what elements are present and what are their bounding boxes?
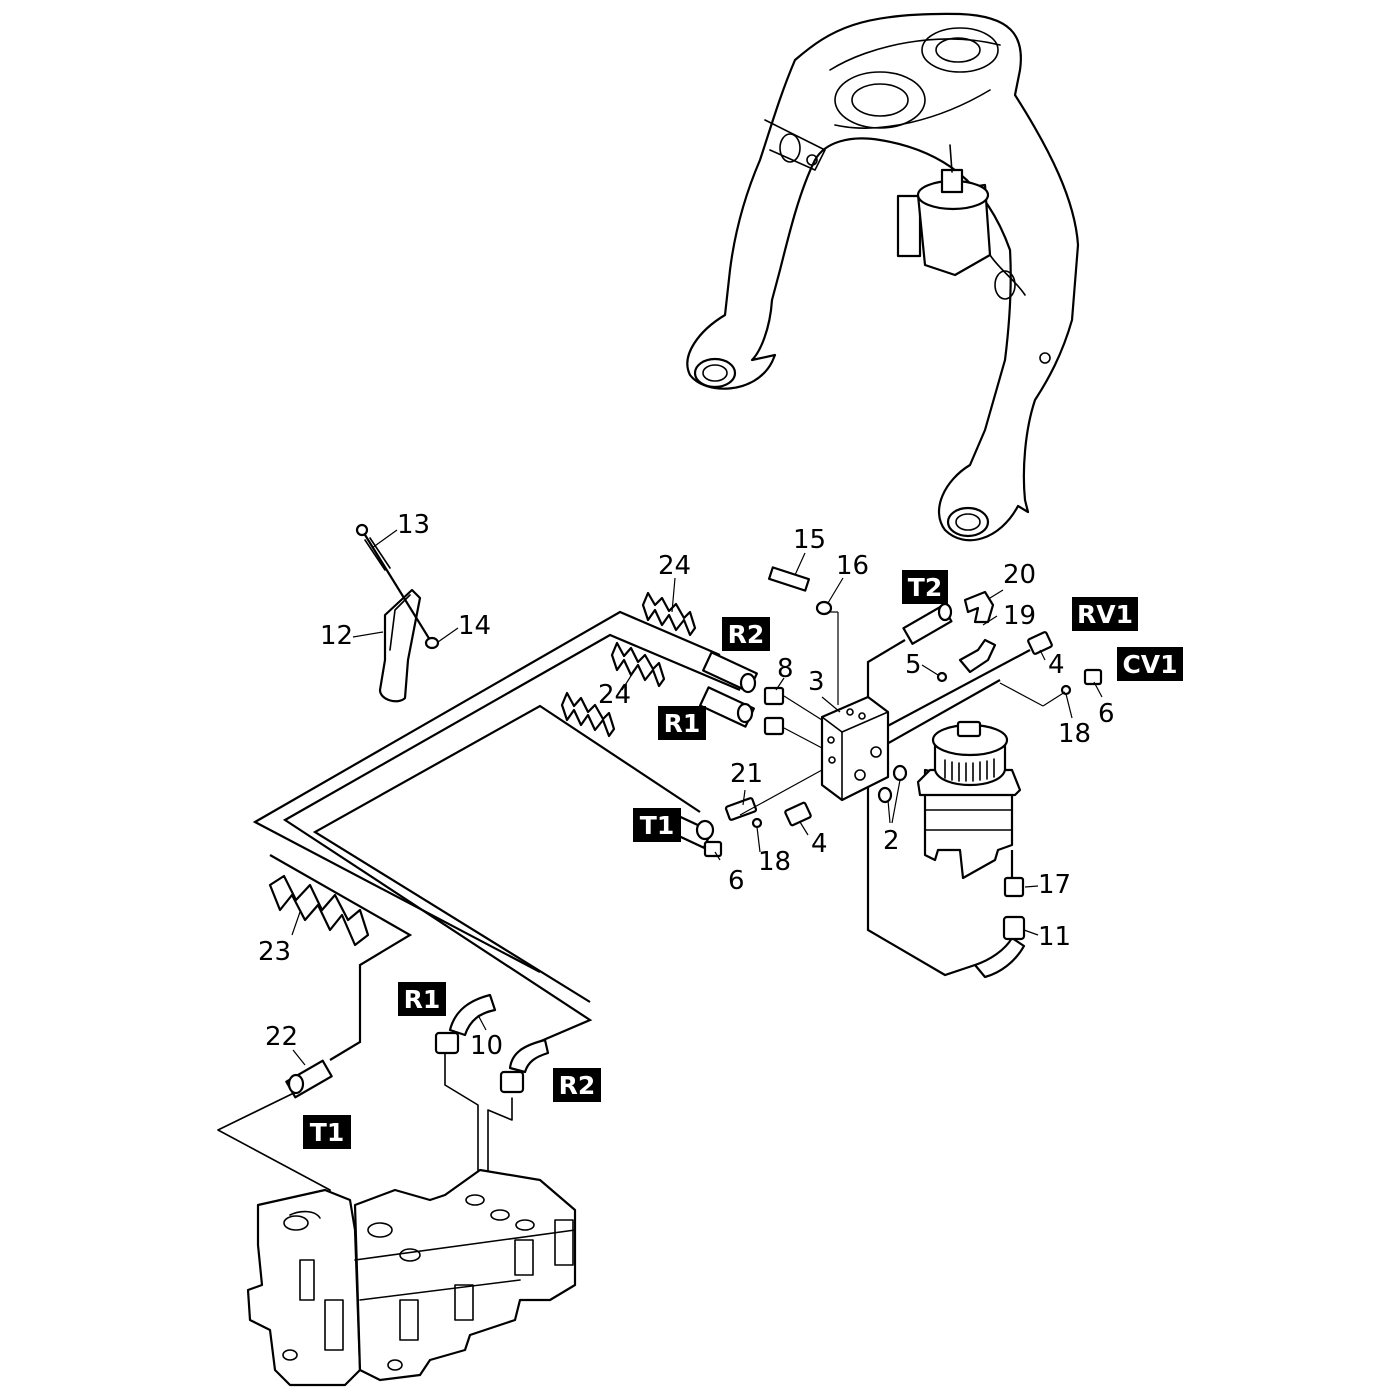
tag-t1-upper: T1	[633, 808, 681, 842]
callout-20: 20	[1003, 560, 1036, 590]
clamp-24-upper	[641, 591, 697, 637]
callout-10: 10	[470, 1031, 503, 1061]
tag-r1-lower: R1	[398, 982, 446, 1016]
callout-22: 22	[265, 1022, 298, 1052]
tag-r2-upper: R2	[722, 617, 770, 651]
callout-8: 8	[777, 654, 794, 684]
tag-cv1: CV1	[1117, 647, 1183, 681]
hose-end-r1-top	[699, 686, 755, 728]
hose-end-t2	[902, 602, 953, 645]
hose-end-22	[285, 1059, 333, 1099]
nut-14	[424, 636, 440, 650]
clamp-24-middle	[610, 641, 666, 688]
callout-6-lower: 6	[728, 866, 745, 896]
svg-text:R2: R2	[559, 1071, 596, 1100]
callout-12: 12	[320, 621, 353, 651]
fitting-4-lower	[784, 801, 812, 827]
tag-r1-upper: R1	[658, 706, 706, 740]
clamp-23	[268, 874, 370, 947]
fitting-4-upper	[1027, 631, 1053, 655]
callout-2: 2	[883, 826, 900, 856]
callout-13: 13	[397, 510, 430, 540]
callout-6-upper: 6	[1098, 699, 1115, 729]
fitting-17	[1003, 876, 1025, 898]
callout-23: 23	[258, 937, 291, 967]
svg-text:CV1: CV1	[1122, 650, 1177, 679]
washer-16	[815, 600, 833, 616]
valve-block-3	[820, 695, 890, 802]
tag-t2: T2	[902, 570, 948, 604]
callout-3: 3	[808, 667, 825, 697]
elbow-19	[958, 638, 997, 674]
plug-6-lower	[703, 840, 723, 858]
tag-r2-lower: R2	[553, 1068, 601, 1102]
swing-bracket	[686, 12, 1080, 542]
washer-18-lower	[751, 817, 763, 829]
callout-17: 17	[1038, 870, 1071, 900]
fitting-21	[724, 797, 758, 821]
callout-11: 11	[1038, 922, 1071, 952]
hose-end-r2-top	[702, 651, 758, 694]
tag-t1-lower: T1	[303, 1115, 351, 1149]
callout-4-upper: 4	[1048, 650, 1065, 680]
svg-text:R1: R1	[664, 709, 701, 738]
plug-5	[936, 671, 948, 683]
callout-numbers: 13 12 14 24 24 15 16 8 3 20 19 5 4 18 6 …	[258, 510, 1115, 1061]
svg-text:R1: R1	[404, 985, 441, 1014]
svg-text:T1: T1	[640, 811, 674, 840]
bolt-15	[767, 566, 811, 592]
clamp-24-lower	[560, 691, 616, 738]
leader-lines	[291, 529, 1103, 1066]
callout-21: 21	[730, 759, 763, 789]
hose-end-10-r2	[499, 1038, 550, 1094]
elbow-20	[963, 590, 995, 624]
svg-text:T2: T2	[908, 573, 942, 602]
swing-motor	[916, 720, 1022, 880]
svg-text:T1: T1	[310, 1118, 344, 1147]
callout-15: 15	[793, 525, 826, 555]
tag-rv1: RV1	[1072, 597, 1138, 631]
main-control-valve	[246, 1168, 577, 1387]
o-rings-2	[877, 764, 908, 804]
callout-18-upper: 18	[1058, 719, 1091, 749]
callout-5: 5	[905, 650, 922, 680]
callout-4-lower: 4	[811, 829, 828, 859]
bolt-13	[355, 523, 431, 641]
port-tags: T2 RV1 CV1 R2 R1 T1 R1 R2	[303, 570, 1183, 1149]
callout-24-upper: 24	[658, 551, 691, 581]
svg-text:RV1: RV1	[1077, 600, 1133, 629]
callout-14: 14	[458, 611, 491, 641]
hose-end-10-r1	[434, 993, 497, 1055]
callout-16: 16	[836, 551, 869, 581]
callout-24-lower: 24	[598, 680, 631, 710]
fitting-8-lower	[763, 716, 785, 736]
hose-end-11	[973, 915, 1026, 979]
bracket-12	[378, 588, 422, 703]
callout-19: 19	[1003, 601, 1036, 631]
svg-text:R2: R2	[728, 620, 765, 649]
fitting-8-upper	[763, 686, 785, 706]
callout-18-lower: 18	[758, 847, 791, 877]
plug-6-upper	[1083, 668, 1103, 686]
